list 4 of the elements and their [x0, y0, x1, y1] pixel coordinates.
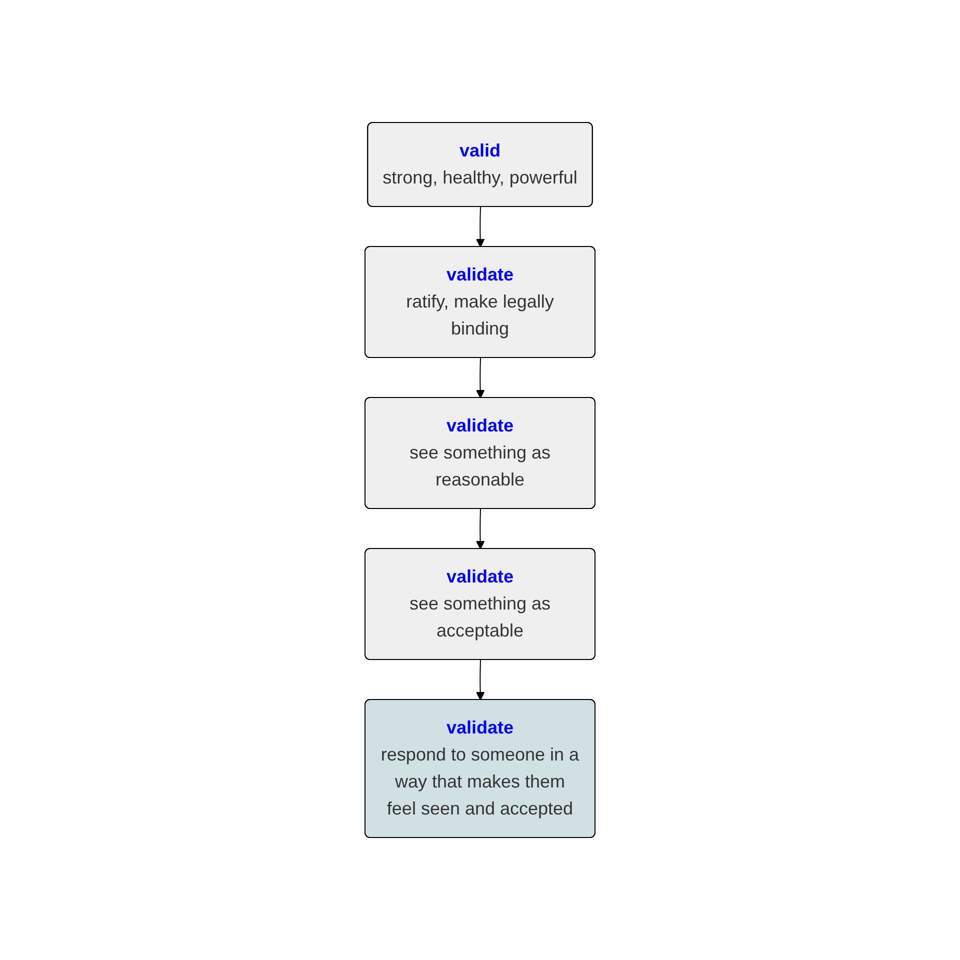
- arrow: [476, 660, 485, 700]
- arrow: [476, 508, 485, 550]
- arrow: [476, 206, 485, 248]
- arrow: [476, 358, 485, 398]
